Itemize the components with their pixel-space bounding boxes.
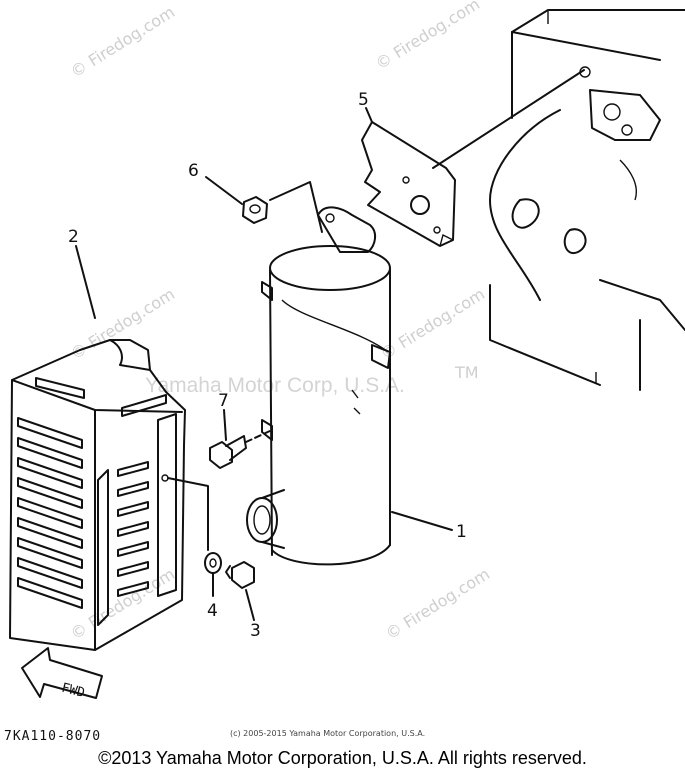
callout-5: 5 [358, 90, 369, 110]
heat-shield-leader-line [167, 477, 209, 551]
callout-2: 2 [68, 227, 79, 247]
watermark-tm: TM [454, 363, 479, 382]
watermark-site: © Firedog.com [377, 284, 488, 363]
watermark-site: © Firedog.com [372, 0, 483, 73]
bolt-part-7 [209, 429, 273, 469]
callout-4: 4 [207, 601, 218, 621]
diagram-code: 7KA110-8070 [4, 729, 101, 744]
leader-6 [205, 176, 243, 205]
nut-part-6 [242, 196, 268, 224]
watermark-site: © Firedog.com [67, 564, 178, 643]
watermark-site: © Firedog.com [382, 564, 493, 643]
leader-3 [245, 589, 255, 621]
nut-leader-line [269, 181, 323, 233]
heat-shield-front-vents [17, 417, 83, 609]
bolt-part-3 [225, 561, 255, 589]
callout-1: 1 [456, 522, 467, 542]
leader-5 [365, 107, 373, 123]
callout-6: 6 [188, 161, 199, 181]
callout-7: 7 [218, 391, 229, 411]
watermark-brand: Yamaha Motor Corp, U.S.A. [145, 374, 405, 397]
fwd-arrow-icon: FWD [21, 647, 103, 701]
footer-copyright: ©2013 Yamaha Motor Corporation, U.S.A. A… [98, 748, 587, 768]
muffler-part-1 [246, 206, 453, 566]
leader-7 [223, 409, 227, 441]
heat-shield-side-vents [117, 461, 149, 597]
watermark-site: © Firedog.com [67, 2, 178, 81]
callout-3: 3 [250, 621, 261, 641]
washer-part-4 [204, 552, 222, 574]
fwd-label: FWD [60, 681, 87, 701]
heat-shield-part-2 [9, 339, 209, 651]
watermark-site: © Firedog.com [67, 284, 178, 363]
gasket-part-5 [361, 121, 456, 247]
leader-2 [75, 245, 96, 319]
engine-block [489, 9, 685, 391]
small-copyright: (c) 2005-2015 Yamaha Motor Corporation, … [230, 729, 425, 738]
gasket-leader-line [432, 69, 585, 169]
